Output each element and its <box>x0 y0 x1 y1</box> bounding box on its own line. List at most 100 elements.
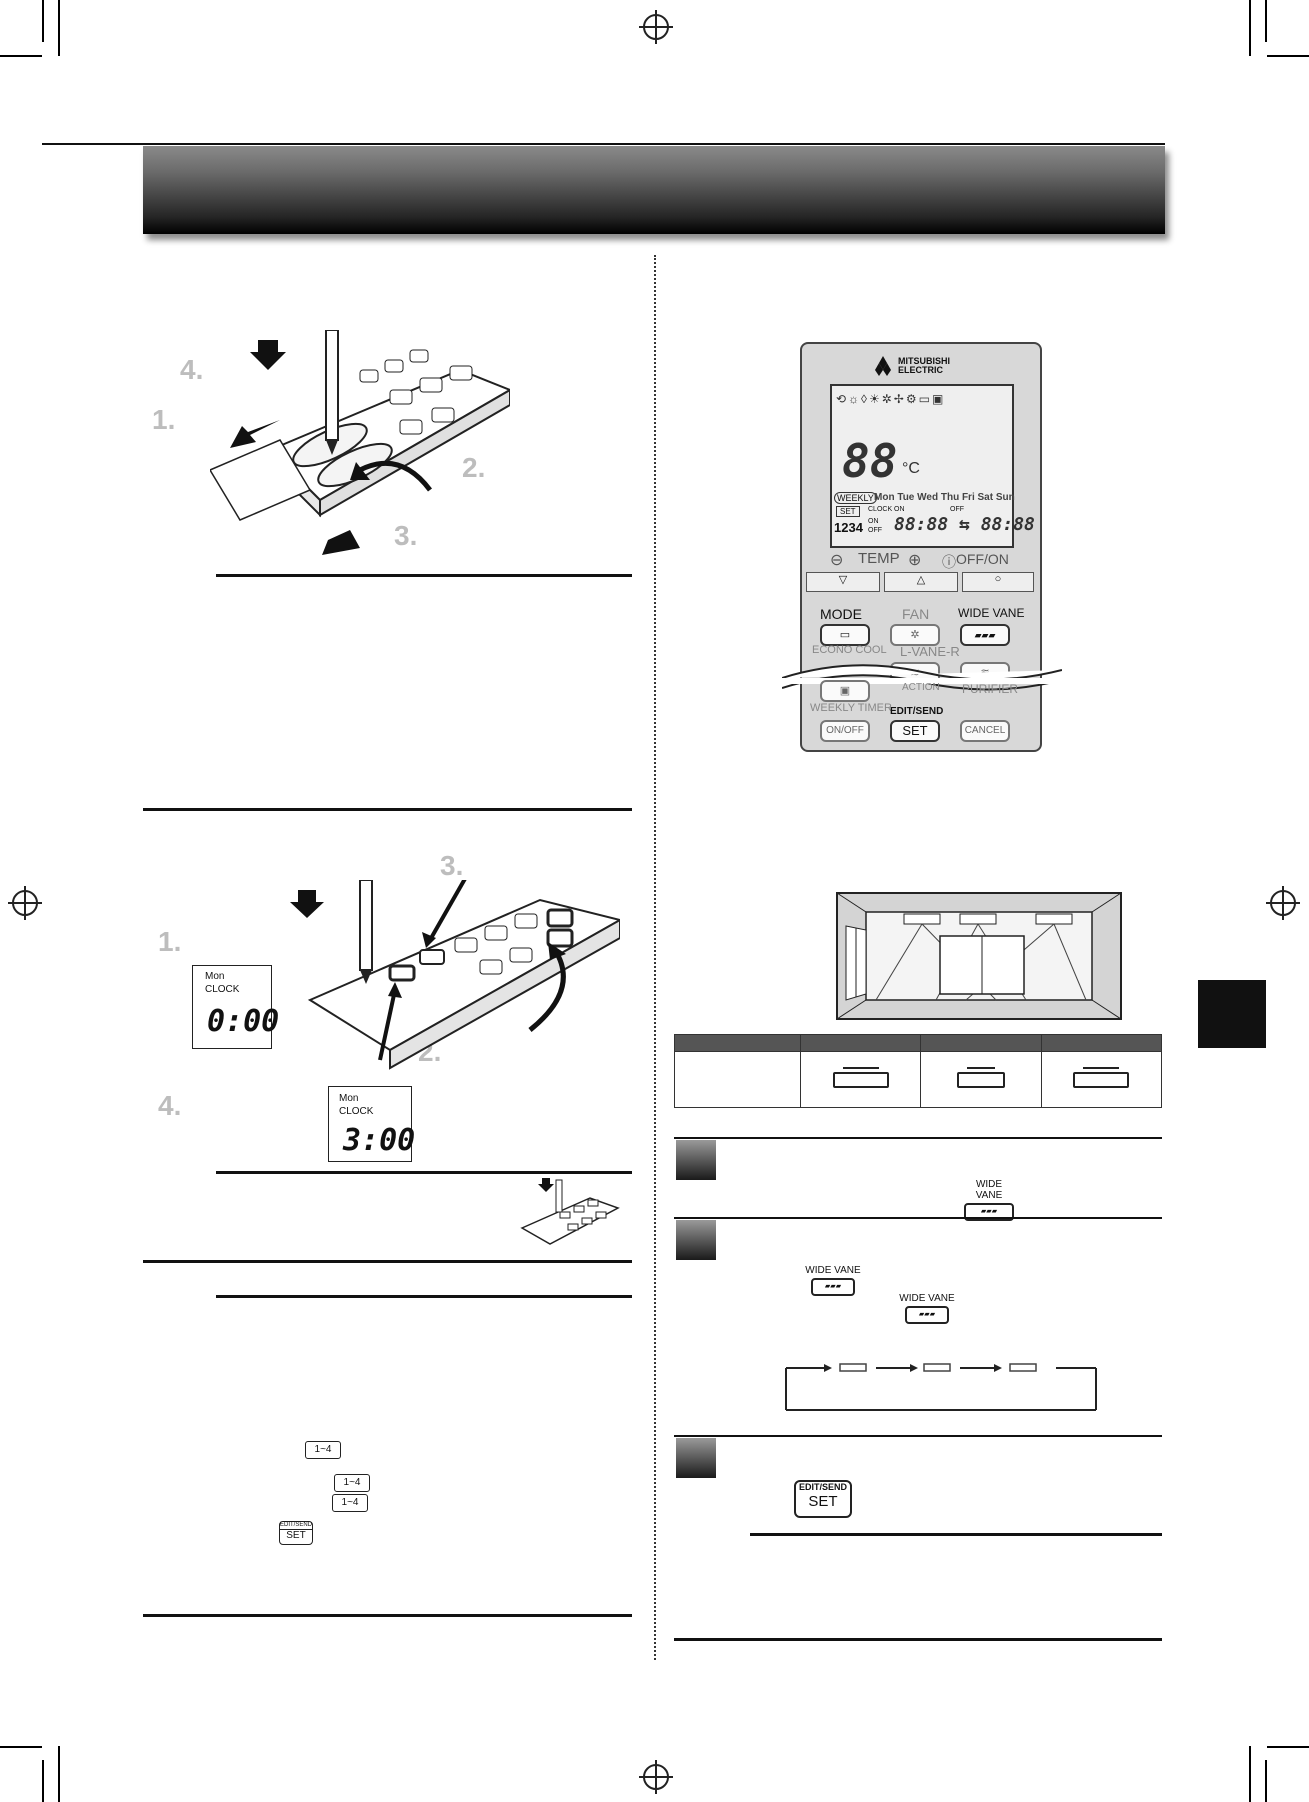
power-button[interactable]: ○ <box>962 572 1034 592</box>
step-number: 3. <box>440 850 464 881</box>
vane-cycle-diagram <box>785 1363 1097 1411</box>
remote-lcd: ⟲☼◊☀✲✢⚙▭▣ 88 °C WEEKLY Mon Tue Wed Thu F… <box>830 384 1035 548</box>
lcd-program-numbers: 1234 <box>834 520 863 535</box>
reset-remote-thumbnail <box>520 1178 620 1245</box>
clock-lcd-before: Mon CLOCK 0:00 <box>192 965 279 1049</box>
vane-direction-table <box>674 1034 1163 1108</box>
weekly-on-off-button[interactable]: ON/OFF <box>820 720 870 742</box>
lcd-temperature: 88 <box>842 434 898 488</box>
column-divider <box>654 255 656 1660</box>
key-1-4-icon: 1~4 <box>305 1441 341 1459</box>
note-rule <box>216 574 632 577</box>
step-number: 4. <box>180 354 204 385</box>
cut-line <box>782 664 1062 691</box>
crop-mark <box>1249 1746 1251 1802</box>
crop-mark <box>1249 0 1251 56</box>
econo-cool-label: ECONO COOL <box>812 644 887 656</box>
step-rule <box>674 1137 1162 1139</box>
header-rule <box>42 143 1165 145</box>
section-rule <box>143 808 632 811</box>
mitsubishi-logo-icon <box>875 356 891 376</box>
brand-name: MITSUBISHI ELECTRIC <box>898 356 951 375</box>
crop-mark <box>0 1746 42 1748</box>
wide-vane-key-icon: WIDE VANE ▰▰▰ <box>898 1293 956 1324</box>
set-key-icon: EDIT/SEND SET <box>279 1521 313 1545</box>
action-label: ACTION <box>902 682 940 693</box>
temp-down-button[interactable]: ▽ <box>806 572 880 592</box>
registration-mark <box>1266 886 1300 920</box>
edit-send-label: EDIT/SEND <box>890 706 944 717</box>
set-button[interactable]: SET <box>890 720 940 742</box>
crop-mark <box>1267 1746 1309 1748</box>
step-number: 1. <box>158 926 182 957</box>
remote-controller: MITSUBISHI ELECTRIC ⟲☼◊☀✲✢⚙▭▣ 88 °C WEEK… <box>782 342 1062 752</box>
fan-label: FAN <box>902 606 930 622</box>
offon-label: OFF/ON <box>956 551 1009 567</box>
set-key-icon: EDIT/SEND SET <box>794 1480 852 1518</box>
lcd-timer-display: 88:88 ⇆ 88:88 <box>894 514 1035 535</box>
step-number: 4. <box>158 1090 182 1121</box>
clock-lcd-after: Mon CLOCK 3:00 <box>328 1086 415 1162</box>
note-rule <box>216 1171 632 1174</box>
lcd-clock-on: CLOCK ON <box>868 506 905 513</box>
step-1-marker <box>676 1140 716 1180</box>
power-icon: ⓘ <box>942 554 956 570</box>
lcd-clock-label: CLOCK <box>205 984 240 995</box>
registration-mark <box>639 10 673 44</box>
purifier-label: PURIFIER <box>962 682 1019 696</box>
lcd-on-small: ON <box>868 518 879 525</box>
vane-center-icon <box>956 1066 1005 1088</box>
crop-mark <box>58 1746 60 1802</box>
weekly-timer-label: WEEKLY TIMER <box>810 702 892 714</box>
crop-mark <box>42 0 44 42</box>
step-number: 3. <box>394 520 418 551</box>
key-1-4-icon: 1~4 <box>332 1494 368 1512</box>
temp-up-button[interactable]: △ <box>884 572 958 592</box>
temp-plus-icon: ⊕ <box>908 552 922 569</box>
fan-button[interactable]: ✲ <box>890 624 940 646</box>
econo-cool-button[interactable]: ▣ <box>820 680 870 702</box>
lcd-set-badge: SET <box>836 506 860 517</box>
battery-illustration: 4. 1. 2. 3. <box>150 330 510 560</box>
note-rule <box>750 1533 1162 1536</box>
key-1-4-icon: 1~4 <box>334 1474 370 1492</box>
step-number: 2. <box>462 452 486 483</box>
lcd-weekly-badge: WEEKLY <box>834 492 877 504</box>
section-banner <box>143 146 1165 234</box>
section-rule <box>674 1638 1162 1641</box>
crop-mark <box>58 0 60 56</box>
lcd-temp-unit: °C <box>902 460 920 477</box>
section-rule <box>143 1260 632 1263</box>
registration-mark <box>639 1760 673 1794</box>
wide-vane-key-icon: WIDE VANE ▰▰▰ <box>964 1179 1014 1221</box>
wide-vane-button[interactable]: ▰▰▰ <box>960 624 1010 646</box>
remote-clock-drawing <box>290 880 620 1070</box>
step-3-marker <box>676 1438 716 1478</box>
lcd-time: 0:00 <box>207 1004 280 1039</box>
lcd-clock-label: CLOCK <box>339 1106 374 1117</box>
vane-right-icon <box>1073 1066 1130 1088</box>
crop-mark <box>0 55 42 57</box>
clock-setting-illustration: 3. 1. 2. 4. Mon CLOCK 0:00 Mon CLOCK 3:0… <box>150 850 630 1162</box>
remote-battery-drawing <box>210 330 510 555</box>
lcd-day: Mon <box>205 971 225 982</box>
lcd-off: OFF <box>950 506 964 513</box>
mode-label: MODE <box>820 606 862 622</box>
mode-button[interactable]: ▭ <box>820 624 870 646</box>
wide-vane-key-icon: WIDE VANE ▰▰▰ <box>804 1265 862 1296</box>
crop-mark <box>1265 1760 1267 1802</box>
crop-mark <box>1267 55 1309 57</box>
wide-vane-label: WIDE VANE <box>958 606 1025 620</box>
lcd-off-small: OFF <box>868 527 882 534</box>
cancel-button[interactable]: CANCEL <box>960 720 1010 742</box>
mode-icons-row: ⟲☼◊☀✲✢⚙▭▣ <box>836 392 946 406</box>
section-rule <box>143 1614 632 1617</box>
room-airflow-illustration <box>836 892 1122 1020</box>
crop-mark <box>1265 0 1267 42</box>
lcd-day: Mon <box>339 1093 359 1104</box>
step-number: 1. <box>152 404 176 435</box>
crop-mark <box>42 1760 44 1802</box>
vane-left-icon <box>832 1066 889 1088</box>
temp-label: TEMP <box>858 550 900 567</box>
registration-mark <box>8 886 42 920</box>
